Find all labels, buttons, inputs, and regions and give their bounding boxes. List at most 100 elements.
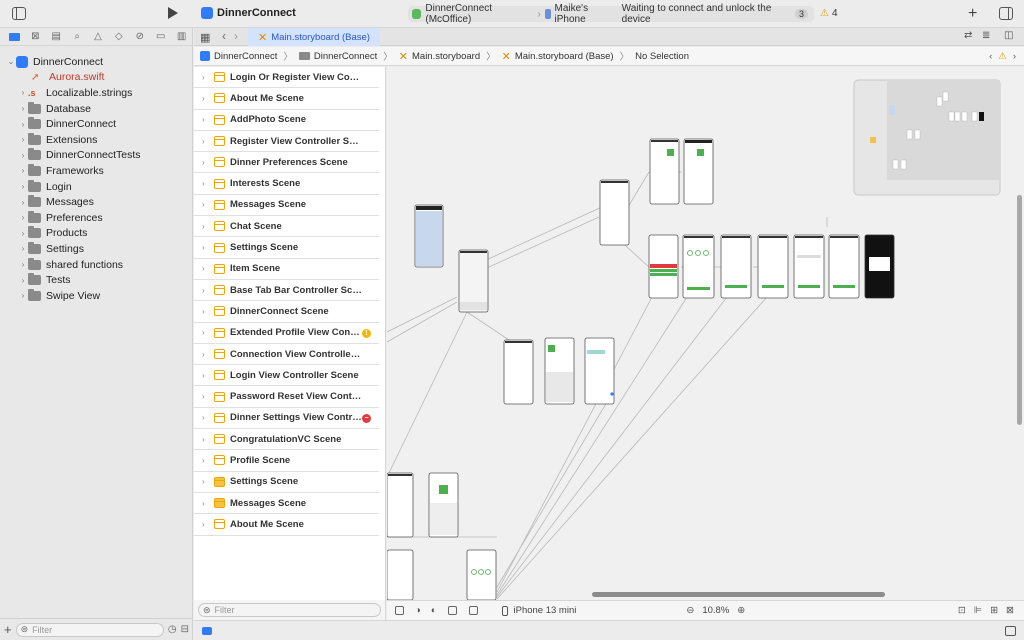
disclosure-closed-icon[interactable]: › xyxy=(21,104,25,114)
scene-thumbnail[interactable] xyxy=(828,234,860,299)
outline-scene-row[interactable]: ›Password Reset View Controller... xyxy=(194,386,379,408)
breadcrumb-item[interactable]: DinnerConnect xyxy=(313,50,378,62)
update-frames-icon[interactable]: ⊡ xyxy=(957,605,966,616)
tree-row-folder[interactable]: › DinnerConnectTests xyxy=(0,148,192,164)
outline-scene-row[interactable]: ›Base Tab Bar Controller Scene xyxy=(194,280,379,302)
storyboard-canvas[interactable] xyxy=(387,67,1024,600)
issue-icon[interactable]: △ xyxy=(94,31,102,42)
forward-arrow-icon[interactable]: › xyxy=(234,29,238,43)
zoom-in-icon[interactable]: ⊕ xyxy=(737,605,746,616)
device-frame-icon[interactable] xyxy=(468,606,478,615)
breadcrumb-item[interactable]: DinnerConnect xyxy=(214,50,278,62)
tree-row-folder[interactable]: › DinnerConnect xyxy=(0,116,192,132)
add-file-icon[interactable]: + xyxy=(4,622,12,637)
scene-thumbnail[interactable] xyxy=(682,234,715,299)
disclosure-closed-icon[interactable]: › xyxy=(202,115,205,125)
disclosure-closed-icon[interactable]: › xyxy=(202,285,205,295)
scene-thumbnail[interactable] xyxy=(466,549,497,600)
dark-mode-icon[interactable]: ◐ xyxy=(430,605,437,616)
debug-area-toggle-icon[interactable] xyxy=(202,627,212,635)
breadcrumb-item[interactable]: No Selection xyxy=(635,50,689,62)
warning-indicator[interactable]: ⚠ 4 xyxy=(820,8,838,19)
tree-row-folder[interactable]: › Login xyxy=(0,179,192,195)
zoom-out-icon[interactable]: ⊖ xyxy=(686,605,695,616)
disclosure-closed-icon[interactable]: › xyxy=(21,291,25,301)
editor-options-icon[interactable]: ≣ xyxy=(982,30,991,41)
scene-thumbnail[interactable] xyxy=(414,204,444,268)
disclosure-closed-icon[interactable]: › xyxy=(21,275,25,285)
canvas-minimap[interactable] xyxy=(853,79,1001,196)
scene-thumbnail[interactable] xyxy=(387,549,414,600)
outline-scene-row[interactable]: ›Login View Controller Scene xyxy=(194,365,379,387)
report-icon[interactable]: ▥ xyxy=(176,31,187,42)
disclosure-closed-icon[interactable]: › xyxy=(21,244,25,254)
scene-thumbnail[interactable] xyxy=(458,249,489,313)
vertical-scrollbar[interactable] xyxy=(1017,195,1022,425)
outline-scene-row[interactable]: ›Chat Scene xyxy=(194,216,379,238)
scm-filter-icon[interactable]: ⊟ xyxy=(180,624,189,635)
disclosure-closed-icon[interactable]: › xyxy=(202,434,205,444)
recent-files-icon[interactable]: ◷ xyxy=(167,624,177,635)
tree-row-project[interactable]: ⌄ DinnerConnect xyxy=(0,54,192,70)
outline-scene-row[interactable]: ›Dinner Settings View Controller...− xyxy=(194,408,379,430)
tree-row-folder[interactable]: › Swipe View xyxy=(0,288,192,304)
outline-scene-row[interactable]: ›Register View Controller Scene xyxy=(194,131,379,153)
tree-row-folder[interactable]: › Extensions xyxy=(0,132,192,148)
debug-icon[interactable]: ⊘ xyxy=(135,31,144,42)
disclosure-closed-icon[interactable]: › xyxy=(21,197,25,207)
tree-row-folder[interactable]: › Products xyxy=(0,226,192,242)
grid-icon[interactable]: ▦ xyxy=(200,32,211,44)
run-button[interactable] xyxy=(168,7,178,19)
scene-thumbnail[interactable] xyxy=(649,138,680,205)
disclosure-closed-icon[interactable]: › xyxy=(202,136,205,146)
outline-scene-row[interactable]: ›Settings Scene xyxy=(194,237,379,259)
disclosure-closed-icon[interactable]: › xyxy=(202,221,205,231)
disclosure-closed-icon[interactable]: › xyxy=(21,135,25,145)
disclosure-closed-icon[interactable]: › xyxy=(202,519,205,529)
tab-main-storyboard[interactable]: ✕ Main.storyboard (Base) xyxy=(248,28,380,46)
disclosure-closed-icon[interactable]: › xyxy=(21,228,25,238)
outline-scene-row[interactable]: ›About Me Scene xyxy=(194,88,379,110)
warning-icon[interactable]: ! xyxy=(362,328,371,338)
tree-row-folder[interactable]: › Messages xyxy=(0,194,192,210)
split-editor-icon[interactable]: ◫ xyxy=(1004,30,1014,41)
related-items-icon[interactable]: ⇄ xyxy=(964,30,973,41)
disclosure-closed-icon[interactable]: › xyxy=(21,150,25,160)
outline-scene-row[interactable]: ›Item Scene xyxy=(194,259,379,280)
disclosure-closed-icon[interactable]: › xyxy=(202,157,205,167)
tree-row-folder[interactable]: › Preferences xyxy=(0,210,192,226)
outline-scene-row[interactable]: ›Profile Scene xyxy=(194,450,379,472)
navigator-filter-field[interactable]: ⊜ Filter xyxy=(15,622,164,637)
tree-row-folder[interactable]: › Settings xyxy=(0,241,192,257)
scene-thumbnail[interactable] xyxy=(503,339,534,405)
scene-thumbnail[interactable] xyxy=(648,234,679,299)
next-issue-icon[interactable]: › xyxy=(1012,50,1016,62)
orientation-icon[interactable] xyxy=(447,606,457,615)
disclosure-closed-icon[interactable]: › xyxy=(202,349,205,359)
align-icon[interactable]: ⊫ xyxy=(973,605,983,616)
breadcrumb-item[interactable]: Main.storyboard (Base) xyxy=(514,50,614,62)
tree-row-file[interactable]: ➚ Aurora.swift xyxy=(0,70,192,86)
scene-thumbnail[interactable] xyxy=(683,138,714,205)
disclosure-closed-icon[interactable]: › xyxy=(21,260,25,270)
warning-icon[interactable]: ⚠ xyxy=(998,50,1007,62)
test-icon[interactable]: ◇ xyxy=(115,31,123,42)
horizontal-scrollbar[interactable] xyxy=(592,592,885,597)
outline-scene-row[interactable]: ›Connection View Controller Sce... xyxy=(194,344,379,366)
disclosure-closed-icon[interactable]: › xyxy=(21,88,25,98)
disclosure-closed-icon[interactable]: › xyxy=(202,72,205,82)
disclosure-closed-icon[interactable]: › xyxy=(21,119,25,129)
tree-row-folder[interactable]: › Tests xyxy=(0,272,192,288)
scene-thumbnail[interactable] xyxy=(544,337,575,405)
status-count-badge[interactable]: 3 xyxy=(795,9,809,19)
scene-thumbnail[interactable] xyxy=(599,179,630,246)
disclosure-closed-icon[interactable]: › xyxy=(202,179,205,189)
disclosure-closed-icon[interactable]: › xyxy=(21,166,25,176)
tree-row-folder[interactable]: › Frameworks xyxy=(0,163,192,179)
disclosure-closed-icon[interactable]: › xyxy=(202,392,205,402)
tree-row-folder[interactable]: › shared functions xyxy=(0,257,192,273)
outline-toggle-icon[interactable] xyxy=(395,606,404,615)
disclosure-closed-icon[interactable]: › xyxy=(21,213,25,223)
outline-scene-row[interactable]: ›Extended Profile View Controlle...! xyxy=(194,323,379,344)
disclosure-closed-icon[interactable]: › xyxy=(202,498,205,508)
